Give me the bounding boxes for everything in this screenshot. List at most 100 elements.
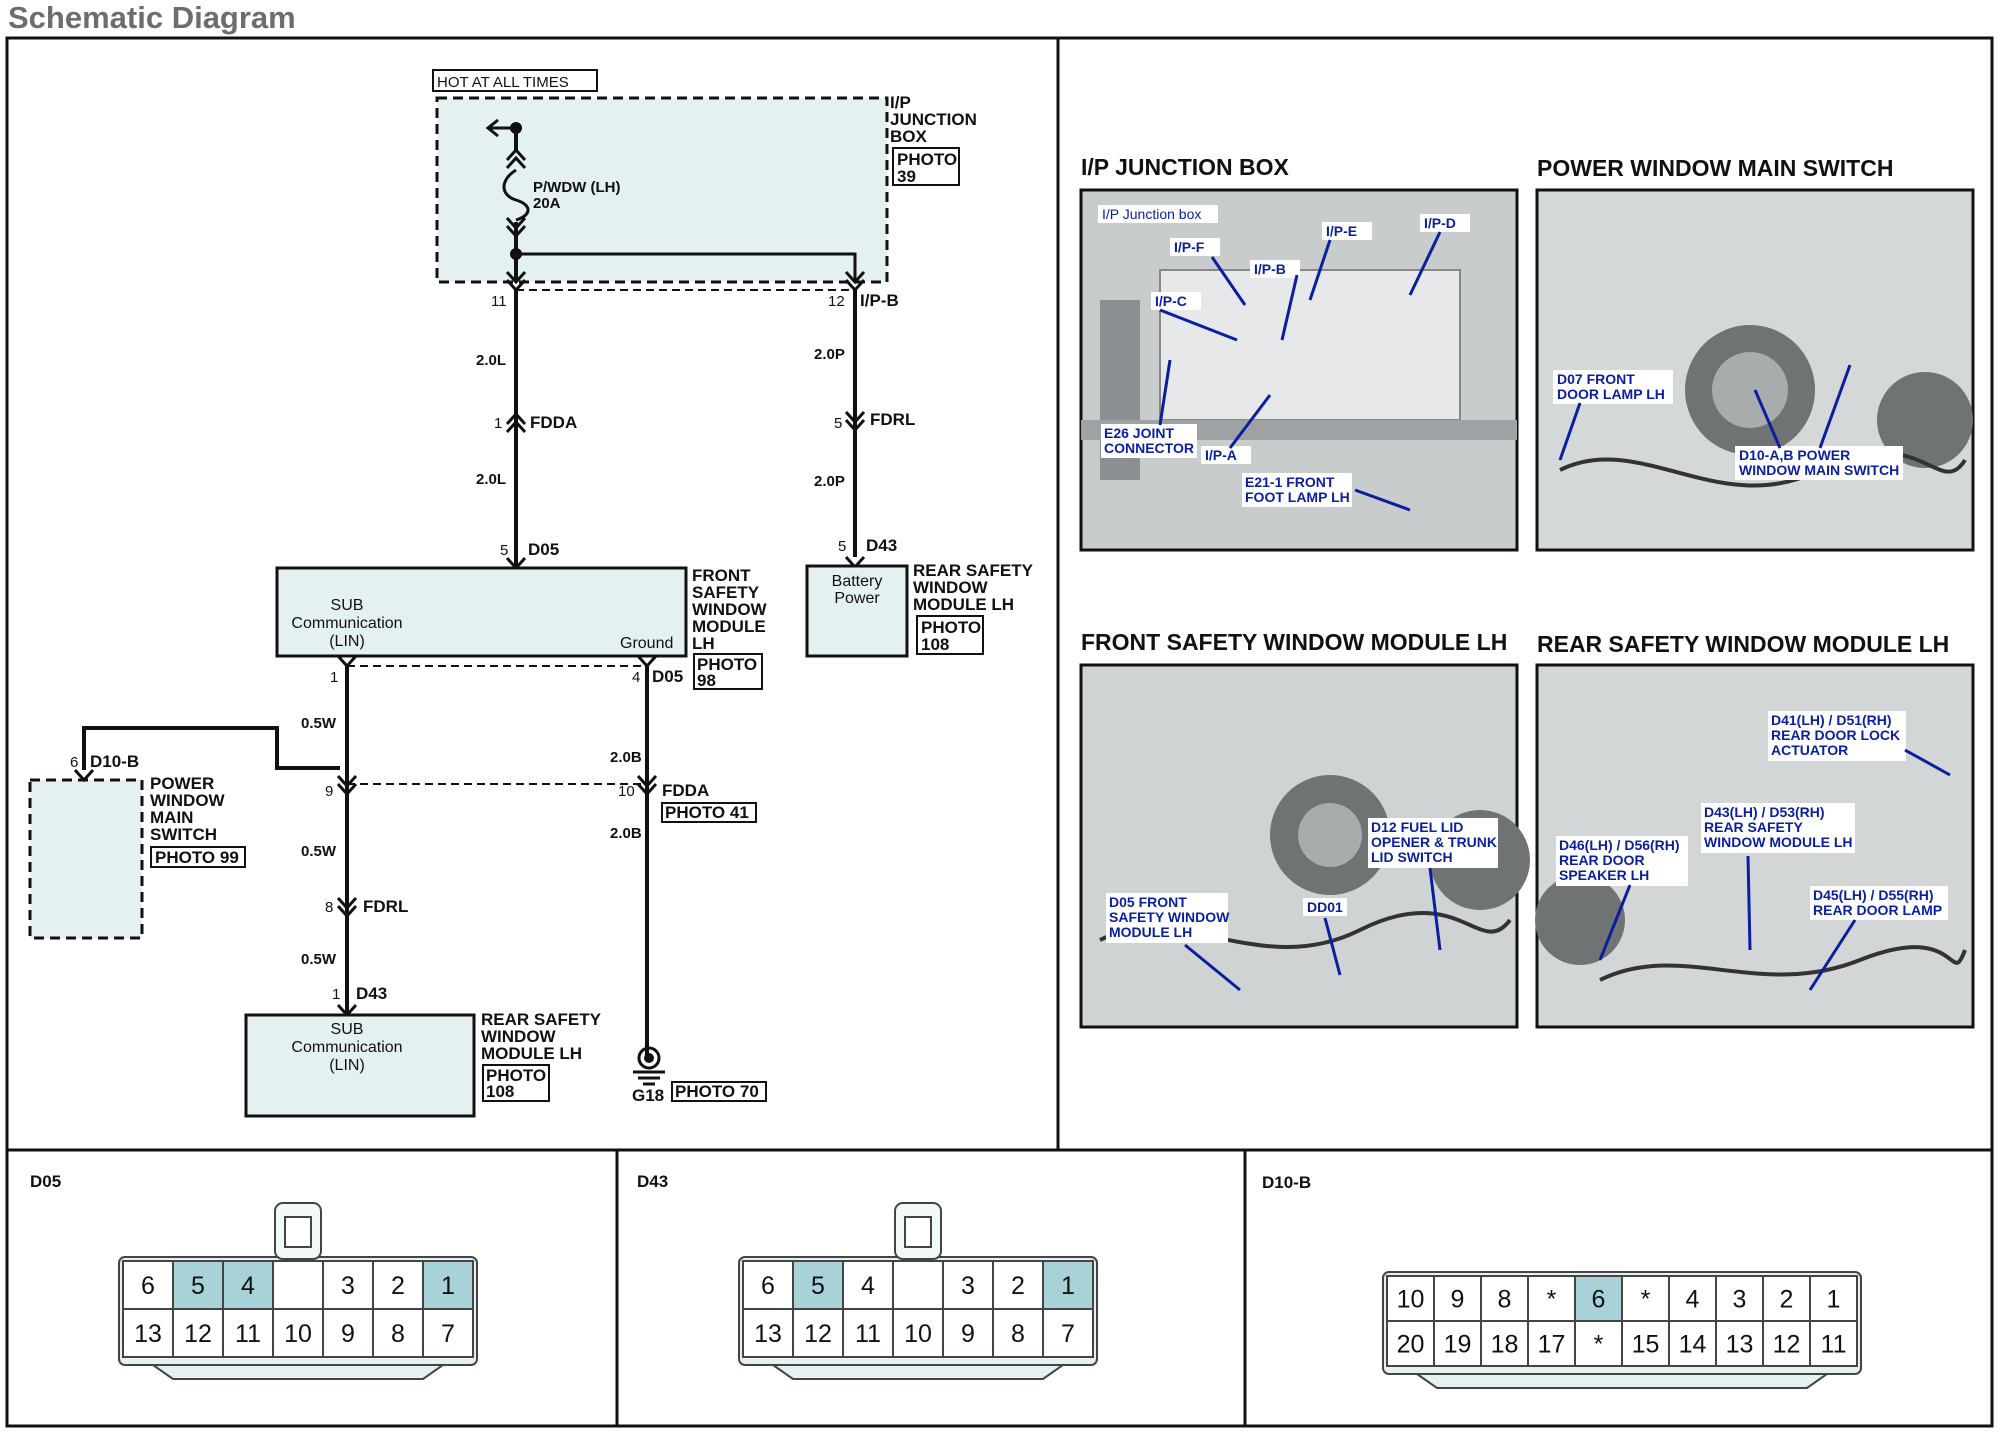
rm-label-bg-1 xyxy=(1768,711,1906,761)
ms-label-bg-3 xyxy=(1735,446,1903,480)
front-lin-pin: 1 xyxy=(330,669,338,686)
front-module-inner-1: SUB xyxy=(331,597,364,614)
photo-panel-ip-junction: I/P JUNCTION BOX I/P Junction box I/P-F … xyxy=(1079,154,1519,552)
connector-d05-pin-label: 6 xyxy=(141,1272,155,1300)
main-switch-pin: 6 xyxy=(70,754,78,771)
connector-d43-pin-label: 8 xyxy=(1011,1320,1025,1348)
connector-d43-pin-label: 11 xyxy=(855,1320,881,1348)
connector-d10b-pin-label: 1 xyxy=(1827,1286,1841,1314)
d05-pin: 5 xyxy=(500,542,508,559)
connector-d10b-rail xyxy=(1413,1373,1831,1389)
main-switch-name-2: WINDOW xyxy=(150,791,226,810)
ground-symbol-dot xyxy=(644,1053,654,1063)
connector-d10b-pin-cell xyxy=(1762,1320,1811,1367)
connector-d10b-pin-cell xyxy=(1621,1320,1670,1367)
fm-callout-arrows xyxy=(1184,867,1442,992)
connector-d43-pin-cell xyxy=(792,1308,844,1358)
connector-d43-pin-label: 9 xyxy=(961,1320,975,1348)
ground-fdda-name: FDDA xyxy=(662,781,709,800)
connector-d10b-pin-label: 11 xyxy=(1821,1331,1847,1359)
d43-top-name: D43 xyxy=(866,536,897,555)
ip-label-bg-7 xyxy=(1101,424,1197,458)
ms-callout-4: WINDOW MAIN SWITCH xyxy=(1739,462,1899,478)
ground-fdda-conn xyxy=(636,774,658,797)
connector-d10b-pin-label: 20 xyxy=(1397,1331,1425,1359)
front-module-photo-2: 98 xyxy=(697,671,716,690)
lin-fdrl-conn xyxy=(336,896,358,919)
connector-d10b-pin-cell xyxy=(1621,1275,1670,1322)
ip-callout-9: I/P-A xyxy=(1205,447,1237,463)
fuse-element xyxy=(502,168,530,222)
rear-module-photo-1: PHOTO xyxy=(486,1066,546,1085)
schematic: HOT AT ALL TIMES I/P JUNCTION BOX PHOTO … xyxy=(28,69,1034,1118)
connector-d05-pin-label: 5 xyxy=(191,1272,205,1300)
ms-callout-3: D10-A,B POWER xyxy=(1739,447,1850,463)
ip-callout-5: I/P-B xyxy=(1254,261,1286,277)
connector-d10b-pin-cell xyxy=(1480,1320,1529,1367)
front-gnd-pin: 4 xyxy=(632,669,640,686)
fm-callout-4: D05 FRONT xyxy=(1109,894,1187,910)
connector-d43-pin-cell xyxy=(992,1260,1044,1310)
lin-fdrl-pin: 8 xyxy=(325,899,333,916)
ground-w1: 2.0B xyxy=(610,749,642,766)
ip-callout-10: E21-1 FRONT xyxy=(1245,474,1335,490)
ip-label-bg-6 xyxy=(1151,292,1201,310)
lin-splice-pin: 9 xyxy=(325,783,333,800)
left-wire2: 2.0L xyxy=(476,471,506,488)
connector-d10b-pin-label: 12 xyxy=(1773,1331,1801,1359)
photo-panel-main-switch: POWER WINDOW MAIN SWITCH D07 FRONT DOOR … xyxy=(1535,155,1975,552)
ground-photo70-box xyxy=(671,1081,767,1102)
connector-d05-pin-cell xyxy=(122,1308,174,1358)
rear-module-inner-1: SUB xyxy=(331,1021,364,1038)
ip-label-bg-10 xyxy=(1242,473,1352,507)
ip-callout-2: I/P-F xyxy=(1174,239,1205,255)
connector-d10b-name: D10-B xyxy=(1262,1173,1311,1192)
ground-fdda-pin: 10 xyxy=(618,783,635,800)
connector-d05-rail xyxy=(149,1364,447,1380)
rear-module-pin: 1 xyxy=(332,986,340,1003)
outer-frame xyxy=(5,36,1994,1428)
ip-callout-6: I/P-C xyxy=(1155,293,1187,309)
connector-d05-pin-label: 2 xyxy=(391,1272,405,1300)
lin-w2: 0.5W xyxy=(301,843,337,860)
ground-symbol-lines xyxy=(633,1070,665,1086)
connector-d10b-pin-cell xyxy=(1433,1320,1482,1367)
connector-d10b-pin-label: 8 xyxy=(1498,1286,1512,1314)
rear-module-photo-2: 108 xyxy=(486,1082,514,1101)
front-module-name-5: LH xyxy=(692,634,715,653)
fdrl-name: FDRL xyxy=(870,410,915,429)
ip-label-bg-9 xyxy=(1201,446,1251,464)
connector-d10b-pin-cell xyxy=(1809,1275,1858,1322)
rear-photo-harness xyxy=(1599,945,1967,982)
fm-label-bg-4 xyxy=(1106,893,1228,943)
fm-callout-5: SAFETY WINDOW xyxy=(1109,909,1230,925)
connector-d05-pin-cell xyxy=(322,1260,374,1310)
right-wire1: 2.0P xyxy=(814,346,845,363)
right-pin-top: 12 xyxy=(828,293,845,310)
hot-label-box xyxy=(432,69,598,92)
connector-d05-pin-label: 10 xyxy=(284,1320,312,1348)
lin-fdrl-name: FDRL xyxy=(363,897,408,916)
rm-label-bg-10 xyxy=(1810,886,1948,920)
hot-label: HOT AT ALL TIMES xyxy=(437,74,569,91)
ip-callout-3: I/P-E xyxy=(1326,223,1357,239)
rm-callout-11: REAR DOOR LAMP xyxy=(1813,902,1942,918)
connector-d05-pin-cell xyxy=(272,1260,324,1310)
photo-title-front-module: FRONT SAFETY WINDOW MODULE LH xyxy=(1081,629,1507,655)
fdda-pin: 1 xyxy=(494,415,502,432)
lin-w1: 0.5W xyxy=(301,715,337,732)
ground-photo41-box xyxy=(661,802,757,823)
connector-d10b-pin-label: 19 xyxy=(1444,1331,1472,1359)
front-module-name-4: MODULE xyxy=(692,617,766,636)
connector-d10b-pin-cell xyxy=(1574,1275,1623,1322)
fm-callout-7: DD01 xyxy=(1307,899,1343,915)
junction-box-image xyxy=(1159,269,1461,421)
connector-d43-pin-cell xyxy=(842,1308,894,1358)
rear-battery-box xyxy=(805,564,909,658)
rear-module-inner-2: Communication xyxy=(291,1039,402,1056)
connector-d43-pin-label: 4 xyxy=(861,1272,875,1300)
connector-d10b-pin-label: 9 xyxy=(1451,1286,1465,1314)
main-switch-name-4: SWITCH xyxy=(150,825,217,844)
d05-name: D05 xyxy=(528,540,559,559)
